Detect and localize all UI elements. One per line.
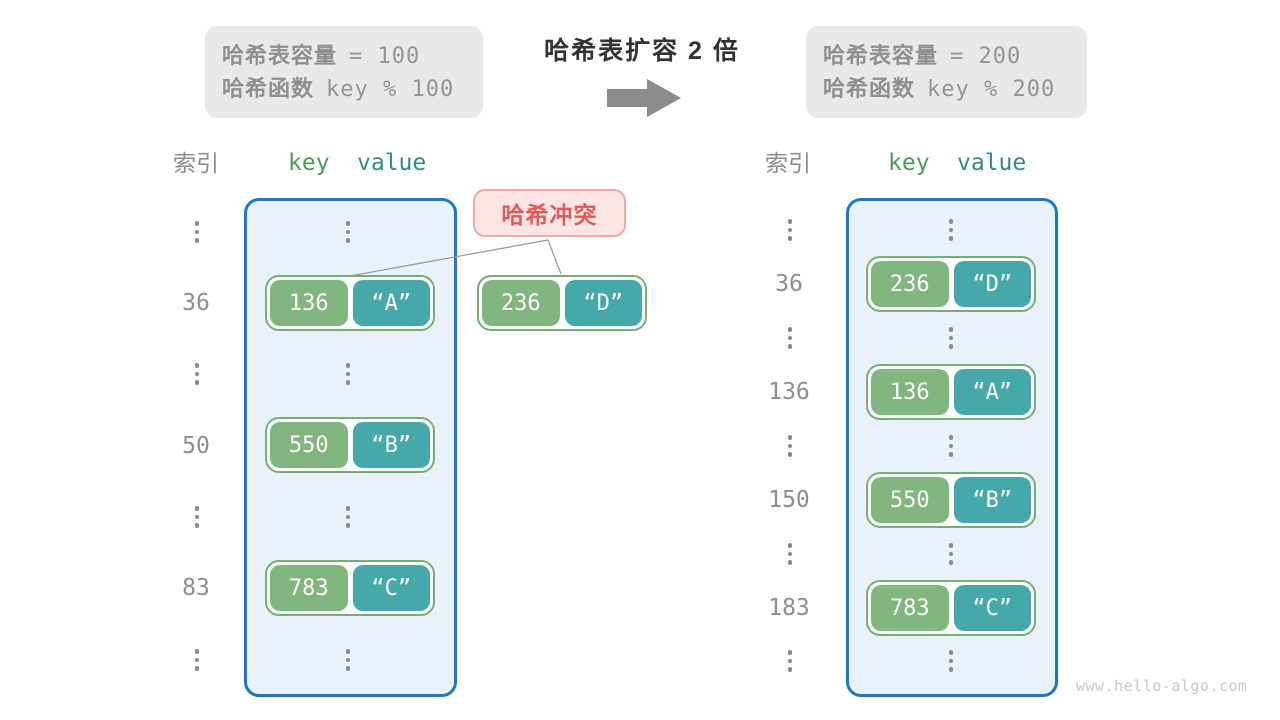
- pair-value: “D”: [953, 261, 1031, 307]
- pair-value: “C”: [352, 565, 430, 611]
- ellipsis-icon: [194, 649, 200, 671]
- pair-row: 783 “C”: [866, 580, 1036, 636]
- pair-key: 236: [482, 280, 560, 326]
- ellipsis-icon: [948, 650, 954, 672]
- left-index-header: 索引: [173, 150, 219, 176]
- ellipsis-icon: [948, 435, 954, 457]
- left-value-header: value: [357, 150, 427, 176]
- ellipsis-icon: [948, 219, 954, 241]
- ellipsis-icon: [345, 649, 351, 671]
- pair-key: 783: [270, 565, 348, 611]
- watermark: www.hello-algo.com: [1076, 677, 1248, 695]
- index-label: 36: [182, 290, 210, 316]
- hash-collision-label: 哈希冲突: [473, 189, 626, 237]
- ellipsis-icon: [787, 650, 793, 672]
- pair-row: 783 “C”: [265, 560, 435, 616]
- hash-fn-label: 哈希函数: [222, 76, 315, 101]
- pair-key: 783: [871, 585, 949, 631]
- pair-value: “C”: [953, 585, 1031, 631]
- hash-fn-value: key % 100: [326, 77, 455, 102]
- pair-key: 136: [270, 280, 348, 326]
- index-label: 83: [182, 575, 210, 601]
- right-capacity-info-box: 哈希表容量 = 200 哈希函数 key % 200: [806, 26, 1087, 118]
- ellipsis-icon: [194, 363, 200, 385]
- index-label: 50: [182, 433, 210, 459]
- pair-value: “A”: [352, 280, 430, 326]
- pair-key: 550: [871, 477, 949, 523]
- pair-key: 136: [871, 369, 949, 415]
- index-label: 150: [768, 487, 810, 513]
- capacity-value: = 200: [950, 44, 1022, 69]
- ellipsis-icon: [194, 506, 200, 528]
- pair-value: “B”: [352, 422, 430, 468]
- pair-row: 136 “A”: [866, 364, 1036, 420]
- pair-value: “B”: [953, 477, 1031, 523]
- pair-row: 136 “A”: [265, 275, 435, 331]
- pair-key: 236: [871, 261, 949, 307]
- right-value-header: value: [957, 150, 1027, 176]
- ellipsis-icon: [345, 363, 351, 385]
- ellipsis-icon: [787, 219, 793, 241]
- right-index-header: 索引: [765, 150, 811, 176]
- expansion-title: 哈希表扩容 2 倍: [544, 37, 740, 65]
- right-hash-fn-line: 哈希函数 key % 200: [823, 72, 1087, 105]
- ellipsis-icon: [787, 543, 793, 565]
- index-label: 136: [768, 379, 810, 405]
- hash-fn-label: 哈希函数: [823, 76, 916, 101]
- pair-row: 550 “B”: [265, 417, 435, 473]
- right-capacity-line: 哈希表容量 = 200: [823, 39, 1087, 72]
- collision-pair: 236 “D”: [477, 275, 647, 331]
- pair-row: 236 “D”: [866, 256, 1036, 312]
- ellipsis-icon: [194, 221, 200, 243]
- left-key-header: key: [288, 150, 330, 176]
- pair-key: 550: [270, 422, 348, 468]
- ellipsis-icon: [787, 435, 793, 457]
- left-hash-fn-line: 哈希函数 key % 100: [222, 72, 483, 105]
- pair-value: “D”: [564, 280, 642, 326]
- pair-value: “A”: [953, 369, 1031, 415]
- capacity-label: 哈希表容量: [222, 43, 338, 68]
- left-capacity-line: 哈希表容量 = 100: [222, 39, 483, 72]
- pair-row: 550 “B”: [866, 472, 1036, 528]
- right-key-header: key: [888, 150, 930, 176]
- ellipsis-icon: [345, 506, 351, 528]
- right-arrow-icon: [607, 78, 682, 118]
- ellipsis-icon: [345, 221, 351, 243]
- index-label: 36: [775, 271, 803, 297]
- left-capacity-info-box: 哈希表容量 = 100 哈希函数 key % 100: [205, 26, 483, 118]
- index-label: 183: [768, 595, 810, 621]
- ellipsis-icon: [787, 327, 793, 349]
- hash-fn-value: key % 200: [927, 77, 1056, 102]
- capacity-label: 哈希表容量: [823, 43, 939, 68]
- capacity-value: = 100: [349, 44, 421, 69]
- ellipsis-icon: [948, 543, 954, 565]
- ellipsis-icon: [948, 327, 954, 349]
